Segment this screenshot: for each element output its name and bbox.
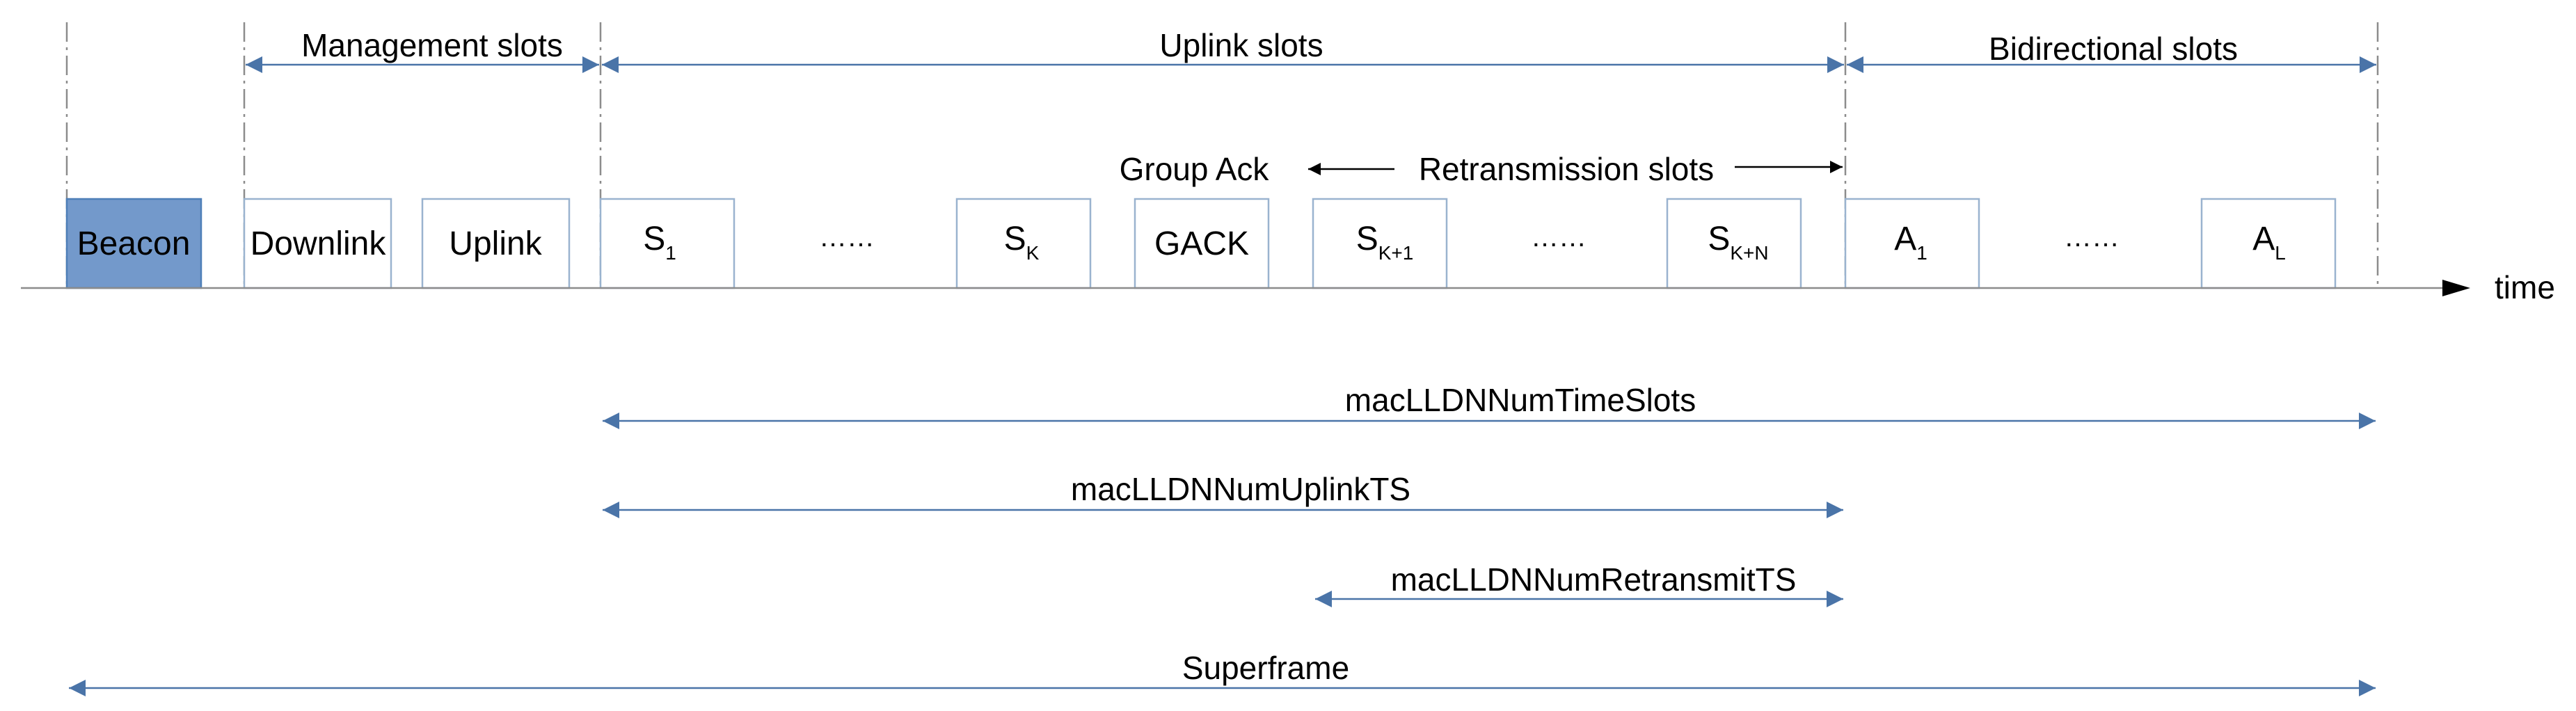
uplink-mgmt-slot-label: Uplink xyxy=(449,225,542,262)
beacon-slot xyxy=(65,198,202,289)
skn-slot xyxy=(1666,198,1802,289)
a1-slot-label: A1 xyxy=(1894,221,1927,264)
sk1-slot xyxy=(1312,198,1448,289)
uplink-ts-span-label: macLLDNNumUplinkTS xyxy=(1071,471,1410,507)
time-axis: time xyxy=(21,269,2555,305)
time-axis-arrowhead xyxy=(2442,280,2470,296)
retransmit-ts-span-label: macLLDNNumRetransmitTS xyxy=(1391,561,1797,598)
a1-slot xyxy=(1844,198,1980,289)
gack-slot-label: GACK xyxy=(1154,225,1249,262)
skn-slot-label: SK+N xyxy=(1708,221,1768,264)
group-ack-label: Group Ack xyxy=(1120,151,1270,187)
downlink-slot xyxy=(243,198,392,289)
retransmission-annotation: Group Ack Retransmission slots xyxy=(1120,151,1843,187)
top-spans: Management slots Uplink slots Bidirectio… xyxy=(246,27,2376,73)
ellipsis-1: …… xyxy=(819,222,875,253)
slots: Beacon Downlink Uplink S1 …… SK GACK SK+… xyxy=(65,198,2337,289)
bidirectional-span-label: Bidirectional slots xyxy=(1989,31,2238,67)
ellipsis-2: …… xyxy=(1531,222,1587,253)
s1-slot-label: S1 xyxy=(643,221,676,264)
retransmission-label: Retransmission slots xyxy=(1419,151,1714,187)
downlink-slot-label: Downlink xyxy=(251,225,387,262)
management-span-label: Management slots xyxy=(301,27,563,63)
ellipsis-3: …… xyxy=(2064,222,2120,253)
uplink-mgmt-slot xyxy=(421,198,571,289)
sk-slot-label: SK xyxy=(1004,221,1040,264)
time-axis-label: time xyxy=(2495,269,2555,305)
beacon-slot-label: Beacon xyxy=(77,225,191,262)
bottom-spans: macLLDNNumTimeSlots macLLDNNumUplinkTS m… xyxy=(69,382,2376,696)
al-slot-label: AL xyxy=(2252,221,2286,264)
time-slots-span-label: macLLDNNumTimeSlots xyxy=(1345,382,1696,418)
al-slot xyxy=(2200,198,2337,289)
gack-slot xyxy=(1134,198,1270,289)
boundary-lines xyxy=(65,22,2379,287)
s1-slot xyxy=(599,198,736,289)
uplink-span-label: Uplink slots xyxy=(1159,27,1323,63)
superframe-span-label: Superframe xyxy=(1182,650,1349,686)
sk1-slot-label: SK+1 xyxy=(1356,221,1414,264)
sk-slot xyxy=(955,198,1092,289)
